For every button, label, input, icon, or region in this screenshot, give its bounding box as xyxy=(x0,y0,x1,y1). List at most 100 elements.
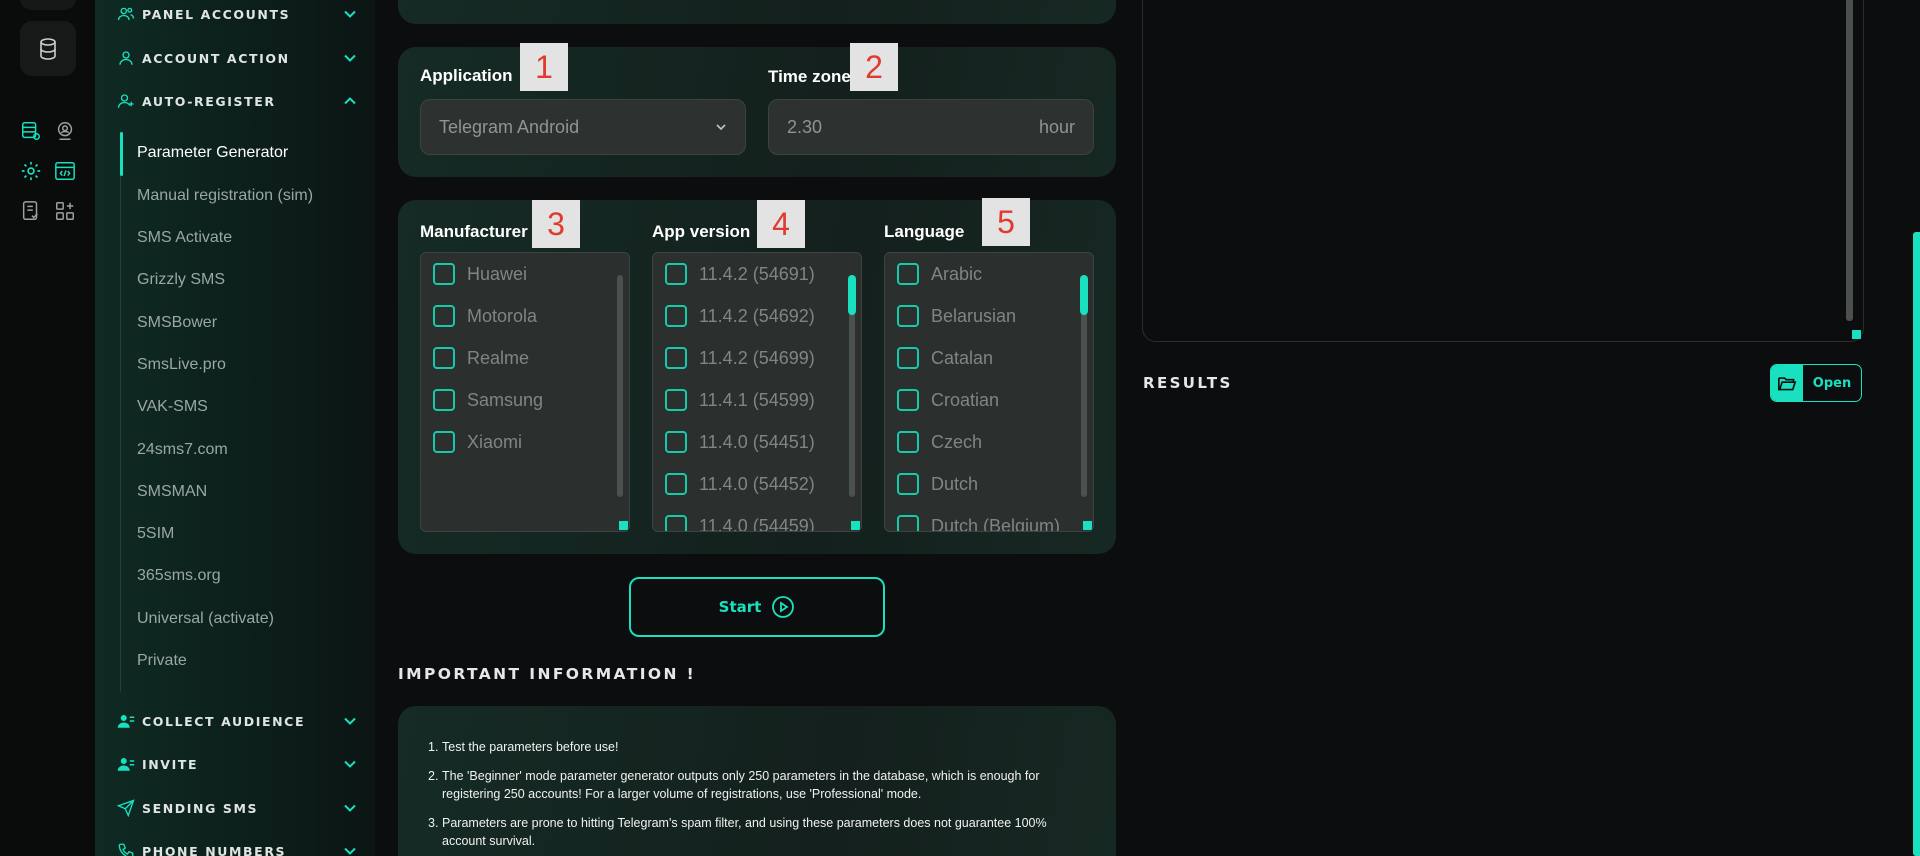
list-item[interactable]: Motorola xyxy=(433,302,537,330)
page-scrollbar[interactable] xyxy=(1913,232,1920,856)
manufacturer-list[interactable]: Huawei Motorola Realme Samsung Xiaomi xyxy=(420,252,630,532)
checkbox[interactable] xyxy=(665,515,687,531)
section-label: ACCOUNT ACTION xyxy=(142,50,290,66)
scrollbar-thumb[interactable] xyxy=(848,275,856,315)
checkbox[interactable] xyxy=(433,389,455,411)
sidebar-item-smsman[interactable]: SMSMAN xyxy=(137,483,208,500)
scrollbar[interactable] xyxy=(1081,275,1087,497)
list-item[interactable]: Dutch (Belgium) xyxy=(897,512,1060,531)
application-select[interactable]: Telegram Android xyxy=(420,99,746,155)
sidebar-item-grizzly-sms[interactable]: Grizzly SMS xyxy=(137,271,225,288)
checkbox[interactable] xyxy=(897,305,919,327)
list-item[interactable]: Huawei xyxy=(433,260,527,288)
checkbox[interactable] xyxy=(665,347,687,369)
checkbox[interactable] xyxy=(433,347,455,369)
sidebar-item-sms-activate[interactable]: SMS Activate xyxy=(137,229,233,246)
play-circle-icon xyxy=(772,596,795,618)
sidebar-item-private[interactable]: Private xyxy=(137,652,187,669)
checkbox[interactable] xyxy=(897,473,919,495)
checkbox[interactable] xyxy=(897,263,919,285)
open-button[interactable]: Open xyxy=(1770,364,1862,402)
checkbox[interactable] xyxy=(665,305,687,327)
scrollbar-thumb[interactable] xyxy=(1080,275,1088,315)
option-label: Realme xyxy=(467,347,530,368)
section-auto-register[interactable]: AUTO-REGISTER xyxy=(117,89,357,113)
sidebar-item-365sms[interactable]: 365sms.org xyxy=(137,567,221,584)
chevron-down-icon xyxy=(343,757,357,771)
sidebar-item-manual-registration[interactable]: Manual registration (sim) xyxy=(137,187,314,204)
checkbox[interactable] xyxy=(665,389,687,411)
start-button[interactable]: Start xyxy=(629,577,885,637)
resize-handle[interactable] xyxy=(619,521,628,530)
list-item[interactable]: 11.4.0 (54452) xyxy=(665,470,815,498)
section-account-action[interactable]: ACCOUNT ACTION xyxy=(117,46,357,70)
widgets-icon[interactable] xyxy=(53,199,77,223)
checkbox[interactable] xyxy=(433,305,455,327)
info-number: 3. xyxy=(428,816,439,830)
scrollbar[interactable] xyxy=(1846,0,1853,321)
gear-icon[interactable] xyxy=(19,159,43,183)
list-item[interactable]: 11.4.2 (54692) xyxy=(665,302,815,330)
option-label: Dutch xyxy=(931,473,979,494)
checkbox[interactable] xyxy=(897,515,919,531)
timezone-input[interactable]: 2.30 hour xyxy=(768,99,1094,155)
list-item[interactable]: 11.4.2 (54699) xyxy=(665,344,815,372)
checklist-icon[interactable] xyxy=(19,199,43,223)
list-item[interactable]: 11.4.1 (54599) xyxy=(665,386,815,414)
checkbox[interactable] xyxy=(665,431,687,453)
section-sending-sms[interactable]: SENDING SMS xyxy=(117,796,357,820)
list-item[interactable]: 11.4.2 (54691) xyxy=(665,260,815,288)
open-label: Open xyxy=(1812,375,1852,391)
checkbox[interactable] xyxy=(665,473,687,495)
option-label: Arabic xyxy=(931,263,983,284)
resize-handle[interactable] xyxy=(1852,330,1861,339)
app-version-list[interactable]: 11.4.2 (54691) 11.4.2 (54692) 11.4.2 (54… xyxy=(652,252,862,532)
checkbox[interactable] xyxy=(665,263,687,285)
scrollbar[interactable] xyxy=(617,275,623,497)
checkbox[interactable] xyxy=(897,431,919,453)
sidebar-item-vak-sms[interactable]: VAK-SMS xyxy=(137,398,208,415)
list-item[interactable]: Dutch xyxy=(897,470,978,498)
profile-pin-icon[interactable] xyxy=(53,119,77,143)
list-item[interactable]: Czech xyxy=(897,428,982,456)
section-invite[interactable]: INVITE xyxy=(117,752,357,776)
list-item[interactable]: Arabic xyxy=(897,260,982,288)
checkbox[interactable] xyxy=(433,431,455,453)
tag-3: 3 xyxy=(532,200,580,248)
code-window-icon[interactable] xyxy=(53,159,77,183)
database-icon[interactable] xyxy=(20,21,76,76)
rail-top-button[interactable] xyxy=(20,0,76,10)
checkbox[interactable] xyxy=(897,347,919,369)
resize-handle[interactable] xyxy=(1083,521,1092,530)
section-collect-audience[interactable]: COLLECT AUDIENCE xyxy=(117,709,357,733)
sidebar-item-smsbower[interactable]: SMSBower xyxy=(137,314,218,331)
section-panel-accounts[interactable]: PANEL ACCOUNTS xyxy=(117,2,357,26)
list-item[interactable]: Realme xyxy=(433,344,529,372)
output-textarea[interactable] xyxy=(1142,0,1864,342)
scrollbar[interactable] xyxy=(849,275,855,497)
table-settings-icon[interactable] xyxy=(19,119,43,143)
sidebar-item-24sms7[interactable]: 24sms7.com xyxy=(137,441,228,458)
sidebar-item-parameter-generator[interactable]: Parameter Generator xyxy=(137,144,289,161)
device-params-panel: Manufacturer 3 App version 4 Language 5 … xyxy=(398,198,1116,554)
section-phone-numbers[interactable]: PHONE NUMBERS xyxy=(117,839,357,856)
list-item[interactable]: 11.4.0 (54459) xyxy=(665,512,815,531)
option-label: Czech xyxy=(931,431,983,452)
list-item[interactable]: Xiaomi xyxy=(433,428,522,456)
checkbox[interactable] xyxy=(897,389,919,411)
language-list[interactable]: Arabic Belarusian Catalan Croatian Czech… xyxy=(884,252,1094,532)
resize-handle[interactable] xyxy=(851,521,860,530)
sidebar-item-universal[interactable]: Universal (activate) xyxy=(137,610,274,627)
option-label: 11.4.2 (54692) xyxy=(699,305,815,326)
info-text: The 'Beginner' mode parameter generator … xyxy=(442,769,1040,801)
checkbox[interactable] xyxy=(433,263,455,285)
sidebar-item-5sim[interactable]: 5SIM xyxy=(137,525,175,542)
list-item[interactable]: Belarusian xyxy=(897,302,1016,330)
section-label: PANEL ACCOUNTS xyxy=(142,6,291,22)
list-item[interactable]: Croatian xyxy=(897,386,999,414)
list-item[interactable]: 11.4.0 (54451) xyxy=(665,428,815,456)
list-item[interactable]: Samsung xyxy=(433,386,543,414)
sidebar-item-smslive[interactable]: SmsLive.pro xyxy=(137,356,226,373)
list-item[interactable]: Catalan xyxy=(897,344,993,372)
